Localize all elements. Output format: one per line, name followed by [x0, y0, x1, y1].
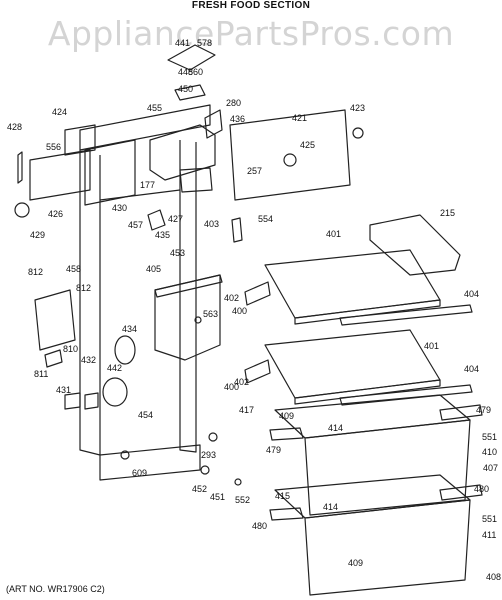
callout-480: 480: [474, 484, 489, 494]
callout-436: 436: [230, 114, 245, 124]
callout-458: 458: [66, 264, 81, 274]
callout-451: 451: [210, 492, 225, 502]
callout-408: 408: [486, 572, 501, 582]
control-housing: [149, 109, 223, 193]
callout-417: 417: [239, 405, 254, 415]
air-duct: [154, 217, 243, 361]
callout-435: 435: [155, 230, 170, 240]
callout-434: 434: [122, 324, 137, 334]
fasteners: [120, 316, 242, 486]
callout-479: 479: [476, 405, 491, 415]
callout-810: 810: [63, 344, 78, 354]
callout-423: 423: [350, 103, 365, 113]
callout-414: 414: [323, 502, 338, 512]
dairy-bin: [369, 214, 461, 276]
lower-shelf: [264, 329, 473, 406]
diagram-title: FRESH FOOD SECTION: [191, 0, 311, 11]
callout-430: 430: [112, 203, 127, 213]
crisper-pan-lower: [269, 474, 483, 596]
callout-453: 453: [170, 248, 185, 258]
callout-448: 448: [178, 67, 193, 77]
rear-cover-panel: [229, 109, 364, 201]
callout-403: 403: [204, 219, 219, 229]
callout-402: 402: [234, 377, 249, 387]
callout-426: 426: [48, 209, 63, 219]
callout-404: 404: [464, 364, 479, 374]
callout-812: 812: [76, 283, 91, 293]
callout-450: 450: [178, 84, 193, 94]
callout-402: 402: [224, 293, 239, 303]
callout-404: 404: [464, 289, 479, 299]
callout-293: 293: [201, 450, 216, 460]
callout-401: 401: [326, 229, 341, 239]
callout-429: 429: [30, 230, 45, 240]
cabinet-frame: [79, 104, 211, 481]
damper-controls: [64, 335, 136, 410]
callout-424: 424: [52, 107, 67, 117]
callout-480: 480: [252, 521, 267, 531]
callout-425: 425: [300, 140, 315, 150]
callout-415: 415: [275, 491, 290, 501]
callout-563: 563: [203, 309, 218, 319]
callout-400: 400: [232, 306, 247, 316]
callout-177: 177: [140, 180, 155, 190]
callout-479: 479: [266, 445, 281, 455]
callout-432: 432: [81, 355, 96, 365]
upper-shelf: [264, 249, 473, 326]
art-number: (ART NO. WR17906 C2): [6, 584, 105, 594]
callout-257: 257: [247, 166, 262, 176]
callout-280: 280: [226, 98, 241, 108]
callout-551: 551: [482, 514, 497, 524]
crisper-pan-upper: [269, 394, 483, 516]
callout-457: 457: [128, 220, 143, 230]
callout-409: 409: [279, 411, 294, 421]
shelf-brackets: [244, 281, 271, 384]
callout-609: 609: [132, 468, 147, 478]
callout-556: 556: [46, 142, 61, 152]
callout-441: 441: [175, 38, 190, 48]
callout-560: 560: [188, 67, 203, 77]
callout-407: 407: [483, 463, 498, 473]
callout-431: 431: [56, 385, 71, 395]
callout-452: 452: [192, 484, 207, 494]
watermark: AppliancePartsPros.com: [47, 14, 455, 53]
left-thermostat-assembly: [14, 124, 166, 231]
callout-401: 401: [424, 341, 439, 351]
callout-411: 411: [482, 530, 496, 540]
lamp-assembly-top: [167, 44, 216, 101]
callout-454: 454: [138, 410, 153, 420]
callout-405: 405: [146, 264, 161, 274]
callout-551: 551: [482, 432, 497, 442]
callout-442: 442: [107, 363, 122, 373]
callout-215: 215: [440, 208, 455, 218]
callout-410: 410: [482, 447, 497, 457]
callout-400: 400: [224, 382, 239, 392]
callout-554: 554: [258, 214, 273, 224]
callout-455: 455: [147, 103, 162, 113]
callout-812: 812: [28, 267, 43, 277]
callout-409: 409: [348, 558, 363, 568]
callout-552: 552: [235, 495, 250, 505]
evaporator-panel: [34, 289, 76, 368]
callout-578: 578: [197, 38, 212, 48]
callout-811: 811: [34, 369, 48, 379]
callout-428: 428: [7, 122, 22, 132]
callout-421: 421: [292, 113, 307, 123]
callout-427: 427: [168, 214, 183, 224]
callout-414: 414: [328, 423, 343, 433]
